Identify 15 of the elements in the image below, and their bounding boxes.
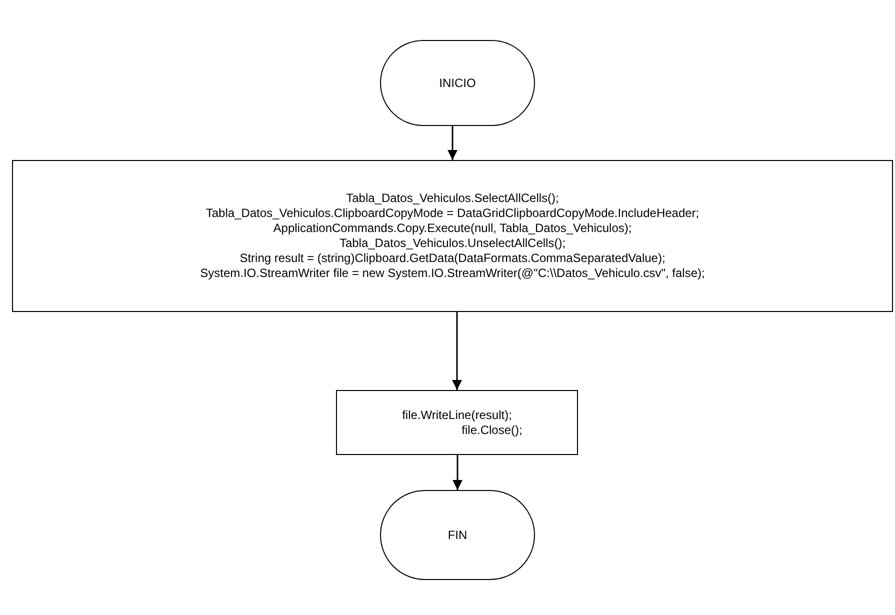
code-line: Tabla_Datos_Vehiculos.ClipboardCopyMode = DataGridClipboardCopyMode.IncludeHeader;: [206, 206, 700, 221]
arrow: [452, 312, 462, 390]
code-line: String result = (string)Clipboard.GetData(DataFormats.CommaSeparatedValue);: [240, 251, 666, 266]
arrow: [452, 455, 462, 490]
code-line: Tabla_Datos_Vehiculos.SelectAllCells();: [346, 191, 559, 206]
process-box: [336, 390, 578, 455]
code-line: Tabla_Datos_Vehiculos.UnselectAllCells();: [339, 236, 566, 251]
code-line: System.IO.StreamWriter file = new System.IO.StreamWriter(@"C:\\Datos_Vehiculo.csv", false);: [200, 266, 705, 281]
code-line: FIN: [448, 528, 468, 542]
process-box: [12, 160, 893, 312]
code-line: file.Close();: [460, 422, 522, 438]
code-line: ApplicationCommands.Copy.Execute(null, Tabla_Datos_Vehiculos);: [273, 221, 632, 236]
arrow: [448, 126, 458, 160]
code-line: INICIO: [439, 76, 476, 90]
code-line: file.WriteLine(result);: [402, 408, 512, 422]
